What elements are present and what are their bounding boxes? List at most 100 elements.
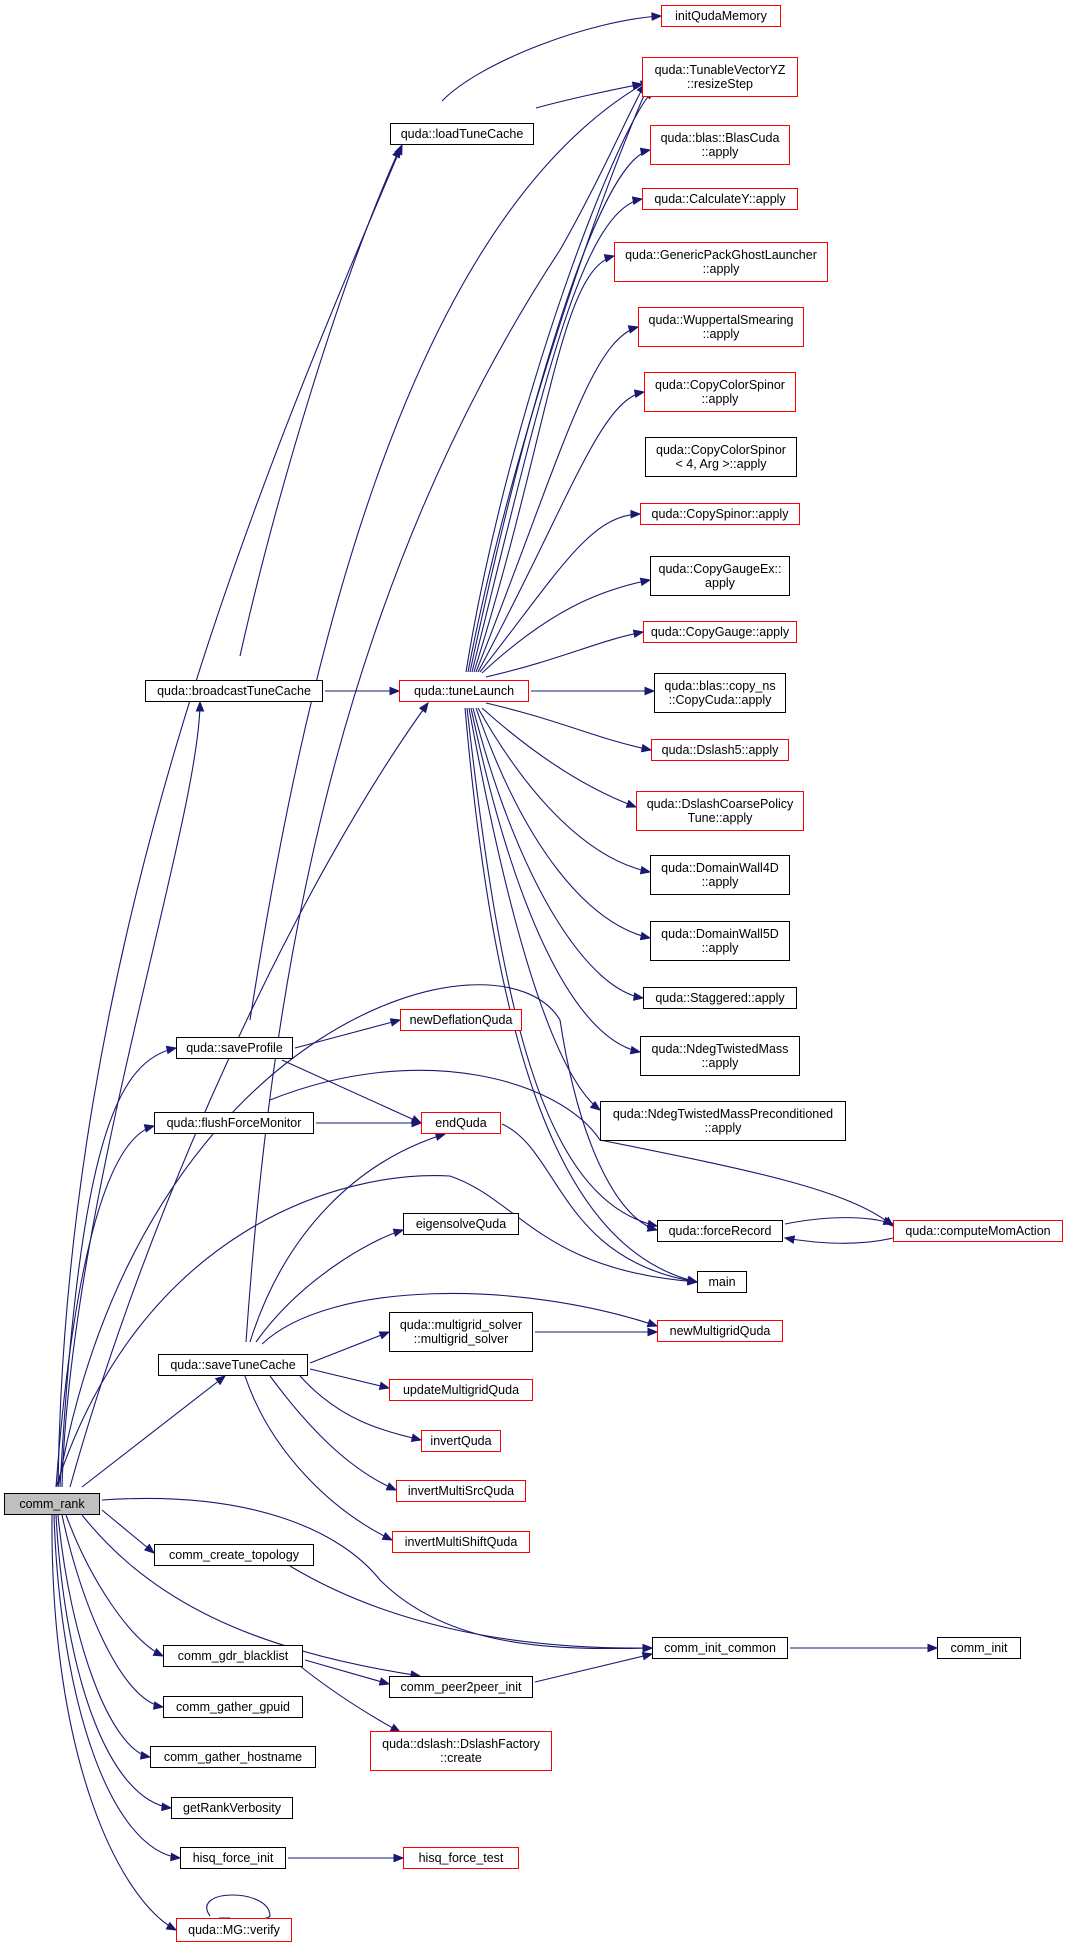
edge-arrowhead bbox=[639, 577, 652, 587]
node-main[interactable]: main bbox=[697, 1271, 747, 1293]
node-force-record[interactable]: quda::forceRecord bbox=[657, 1220, 783, 1242]
node-dslash-factory-create[interactable]: quda::dslash::DslashFactory ::create bbox=[370, 1731, 552, 1771]
edge-arrowhead bbox=[152, 1647, 165, 1657]
edge-from-loadTuneCache bbox=[535, 83, 643, 109]
edge-arrowhead bbox=[389, 1018, 402, 1027]
edge-from-tuneLaunch bbox=[473, 255, 615, 673]
edge-arrowhead bbox=[647, 1327, 659, 1337]
edge-from-tuneLaunch bbox=[477, 391, 645, 673]
edge-from-tuneLaunch bbox=[485, 631, 644, 678]
node-copy-gauge-ex-apply[interactable]: quda::CopyGaugeEx:: apply bbox=[650, 556, 790, 596]
edge-arrowhead bbox=[165, 1921, 178, 1931]
node-generic-pack-ghost-apply[interactable]: quda::GenericPackGhostLauncher ::apply bbox=[614, 242, 828, 282]
node-end-quda[interactable]: endQuda bbox=[421, 1112, 501, 1134]
node-save-tune-cache[interactable]: quda::saveTuneCache bbox=[158, 1354, 308, 1376]
node-hisq-force-init[interactable]: hisq_force_init bbox=[180, 1847, 286, 1869]
edge-from-tuneLaunch bbox=[471, 198, 643, 673]
node-get-rank-verbosity[interactable]: getRankVerbosity bbox=[171, 1797, 293, 1819]
node-domain-wall-4d-apply[interactable]: quda::DomainWall4D ::apply bbox=[650, 855, 790, 895]
node-calculate-y-apply[interactable]: quda::CalculateY::apply bbox=[642, 188, 798, 210]
node-comm-init-common[interactable]: comm_init_common bbox=[652, 1637, 788, 1659]
edge-arrowhead bbox=[195, 700, 205, 712]
edge-from-comm_gdr_blacklist bbox=[299, 1665, 401, 1733]
edge-arrowhead bbox=[639, 147, 652, 157]
node-copy-color-spinor-apply[interactable]: quda::CopyColorSpinor ::apply bbox=[644, 372, 796, 412]
edge-from-comm_rank bbox=[55, 1175, 698, 1488]
node-invert-multi-shift-quda[interactable]: invertMultiShiftQuda bbox=[392, 1531, 530, 1553]
node-ndeg-twisted-mass-preconditioned-apply[interactable]: quda::NdegTwistedMassPreconditioned ::ap… bbox=[600, 1101, 846, 1141]
node-comm-peer2peer-init[interactable]: comm_peer2peer_init bbox=[389, 1676, 533, 1698]
node-mg-verify[interactable]: quda::MG::verify bbox=[176, 1918, 292, 1942]
edge-arrowhead bbox=[639, 931, 652, 941]
edge-from-saveTuneCache bbox=[255, 1229, 404, 1343]
node-copy-gauge-apply[interactable]: quda::CopyGauge::apply bbox=[643, 621, 797, 643]
edge-from-MG_verify bbox=[206, 1894, 271, 1922]
node-init-quda-memory[interactable]: initQudaMemory bbox=[661, 5, 781, 27]
node-comm-rank[interactable]: comm_rank bbox=[4, 1493, 100, 1515]
node-staggered-apply[interactable]: quda::Staggered::apply bbox=[643, 987, 797, 1009]
edge-arrowhead bbox=[882, 1216, 895, 1225]
node-copy-spinor-apply[interactable]: quda::CopySpinor::apply bbox=[640, 503, 800, 525]
edge-arrowhead bbox=[687, 1276, 699, 1286]
node-multigrid-solver[interactable]: quda::multigrid_solver ::multigrid_solve… bbox=[389, 1312, 533, 1352]
edge-from-tuneLaunch bbox=[477, 707, 651, 873]
edge-arrowhead bbox=[410, 1433, 423, 1442]
edge-from-broadcastTuneCache bbox=[239, 147, 401, 657]
node-copy-ns-copy-cuda-apply[interactable]: quda::blas::copy_ns ::CopyCuda::apply bbox=[654, 673, 786, 713]
edge-from-comm_rank bbox=[81, 1514, 421, 1677]
edge-from-comm_rank bbox=[55, 1125, 155, 1488]
edge-arrowhead bbox=[632, 629, 645, 639]
node-wuppertal-smearing-apply[interactable]: quda::WuppertalSmearing ::apply bbox=[638, 307, 804, 347]
edge-from-comm_rank bbox=[51, 1514, 177, 1931]
node-load-tune-cache[interactable]: quda::loadTuneCache bbox=[390, 123, 534, 145]
edge-from-tuneLaunch bbox=[481, 707, 637, 808]
node-new-deflation-quda[interactable]: newDeflationQuda bbox=[400, 1009, 522, 1031]
node-tune-launch[interactable]: quda::tuneLaunch bbox=[399, 680, 529, 702]
edge-arrowhead bbox=[783, 1235, 796, 1244]
edge-arrowhead bbox=[927, 1643, 939, 1653]
node-copy-color-spinor-4-apply[interactable]: quda::CopyColorSpinor < 4, Arg >::apply bbox=[645, 437, 797, 477]
edge-from-tuneLaunch bbox=[485, 702, 652, 751]
edge-from-forceRecord bbox=[784, 1217, 894, 1225]
node-comm-create-topology[interactable]: comm_create_topology bbox=[154, 1544, 314, 1566]
edge-arrowhead bbox=[651, 12, 663, 21]
edge-arrowhead bbox=[392, 1228, 405, 1237]
node-invert-quda[interactable]: invertQuda bbox=[421, 1430, 501, 1452]
node-domain-wall-5d-apply[interactable]: quda::DomainWall5D ::apply bbox=[650, 921, 790, 961]
edge-from-comm_rank bbox=[55, 1514, 172, 1809]
node-resize-step[interactable]: quda::TunableVectorYZ ::resizeStep bbox=[642, 57, 798, 97]
node-ndeg-twisted-mass-apply[interactable]: quda::NdegTwistedMass ::apply bbox=[640, 1036, 800, 1076]
node-invert-multi-src-quda[interactable]: invertMultiSrcQuda bbox=[396, 1480, 526, 1502]
node-broadcast-tune-cache[interactable]: quda::broadcastTuneCache bbox=[145, 680, 323, 702]
edge-arrowhead bbox=[631, 196, 644, 205]
node-eigensolve-quda[interactable]: eigensolveQuda bbox=[403, 1213, 519, 1235]
edge-arrowhead bbox=[143, 1543, 156, 1554]
node-dslash-coarse-policy-tune-apply[interactable]: quda::DslashCoarsePolicy Tune::apply bbox=[636, 791, 804, 831]
node-comm-gdr-blacklist[interactable]: comm_gdr_blacklist bbox=[163, 1645, 303, 1667]
edge-from-loadTuneCache bbox=[441, 15, 662, 102]
edge-from-comm_peer2peer_init bbox=[534, 1653, 653, 1683]
node-new-multigrid-quda[interactable]: newMultigridQuda bbox=[657, 1320, 783, 1342]
node-flush-force-monitor[interactable]: quda::flushForceMonitor bbox=[154, 1112, 314, 1134]
edge-from-saveTuneCache bbox=[245, 83, 646, 1343]
edge-from-comm_rank bbox=[65, 1514, 164, 1657]
node-comm-gather-hostname[interactable]: comm_gather_hostname bbox=[150, 1746, 316, 1768]
node-compute-mom-action[interactable]: quda::computeMomAction bbox=[893, 1220, 1063, 1242]
node-save-profile[interactable]: quda::saveProfile bbox=[176, 1037, 293, 1059]
edge-from-comm_rank bbox=[61, 1514, 164, 1708]
edge-from-comm_rank bbox=[57, 1514, 151, 1758]
edge-arrowhead bbox=[632, 992, 645, 1001]
edge-from-tuneLaunch bbox=[466, 707, 658, 1227]
node-comm-init[interactable]: comm_init bbox=[937, 1637, 1021, 1659]
edge-arrowhead bbox=[139, 1751, 152, 1760]
node-dslash5-apply[interactable]: quda::Dslash5::apply bbox=[651, 739, 789, 761]
edge-arrowhead bbox=[389, 686, 401, 696]
node-blas-cuda-apply[interactable]: quda::blas::BlasCuda ::apply bbox=[650, 125, 790, 165]
node-hisq-force-test[interactable]: hisq_force_test bbox=[403, 1847, 519, 1869]
node-update-multigrid-quda[interactable]: updateMultigridQuda bbox=[389, 1379, 533, 1401]
edge-from-tuneLaunch bbox=[475, 326, 639, 673]
node-comm-gather-gpuid[interactable]: comm_gather_gpuid bbox=[163, 1696, 303, 1718]
edge-arrowhead bbox=[381, 1531, 394, 1541]
edge-arrowhead bbox=[589, 1100, 602, 1111]
